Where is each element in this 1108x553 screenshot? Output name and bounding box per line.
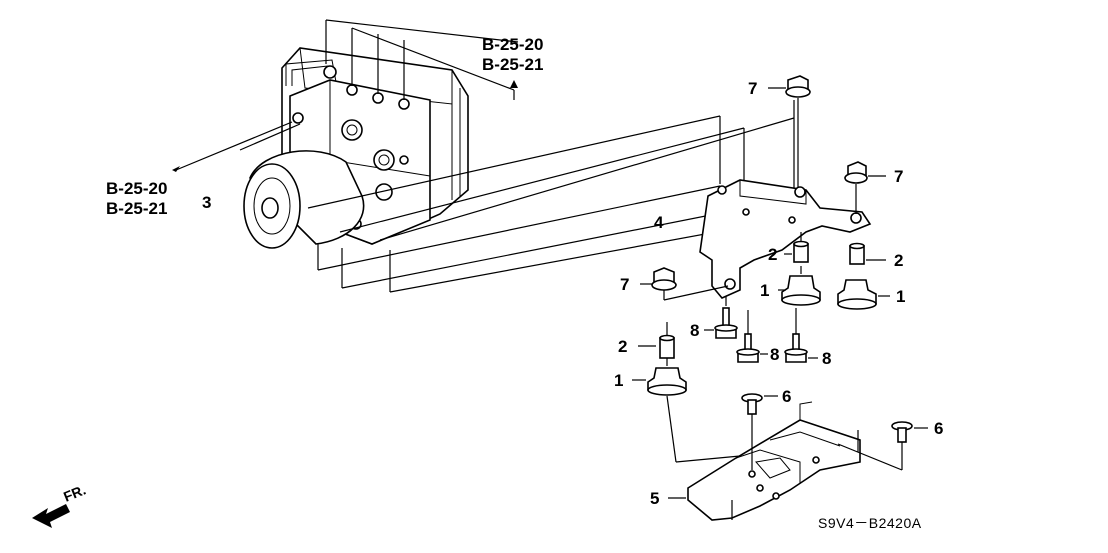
rubber-mount-1b — [837, 279, 890, 310]
drawing-code: S9V4－B2420A — [818, 515, 922, 531]
callout-3: 3 — [202, 193, 211, 212]
callout-4: 4 — [654, 213, 664, 232]
bolt-6b — [837, 421, 928, 471]
unit-bracket-leaders — [307, 100, 795, 293]
unit-reference-leaders — [172, 19, 519, 172]
callout-2c: 2 — [618, 337, 627, 356]
callout-7a: 7 — [748, 79, 757, 98]
front-direction-arrow — [32, 504, 70, 528]
callout-1c: 1 — [614, 371, 623, 390]
upper-bracket — [699, 179, 872, 299]
callout-8c: 8 — [822, 349, 831, 368]
bolt-8c — [784, 308, 818, 363]
collar-2b — [849, 242, 886, 265]
reference-left-line2: B-25-21 — [106, 199, 167, 218]
reference-top-line1: B-25-20 — [482, 35, 543, 54]
rubber-mount-1a — [778, 266, 821, 306]
front-marker-label: FR. — [61, 481, 88, 504]
bolt-8b — [736, 310, 768, 363]
reference-left-line1: B-25-20 — [106, 179, 167, 198]
flange-nut-7a — [768, 75, 811, 188]
flange-nut-7c — [640, 267, 729, 301]
bolt-6a — [741, 393, 778, 470]
bolt-8a — [704, 296, 738, 339]
callout-6b: 6 — [934, 419, 943, 438]
rubber-mount-1c — [632, 358, 687, 396]
callout-7c: 7 — [620, 275, 629, 294]
callout-1a: 1 — [760, 281, 769, 300]
callout-2b: 2 — [894, 251, 903, 270]
callout-8a: 8 — [690, 321, 699, 340]
callout-8b: 8 — [770, 345, 779, 364]
callout-7b: 7 — [894, 167, 903, 186]
lower-plate — [666, 395, 861, 521]
callout-6a: 6 — [782, 387, 791, 406]
callout-1b: 1 — [896, 287, 905, 306]
flange-nut-7b — [844, 161, 886, 214]
abs-modulator-unit — [243, 47, 469, 249]
callout-5: 5 — [650, 489, 659, 508]
callout-2a: 2 — [768, 245, 777, 264]
collar-2c — [638, 322, 675, 359]
reference-top-line2: B-25-21 — [482, 55, 543, 74]
collar-2a — [784, 232, 809, 263]
